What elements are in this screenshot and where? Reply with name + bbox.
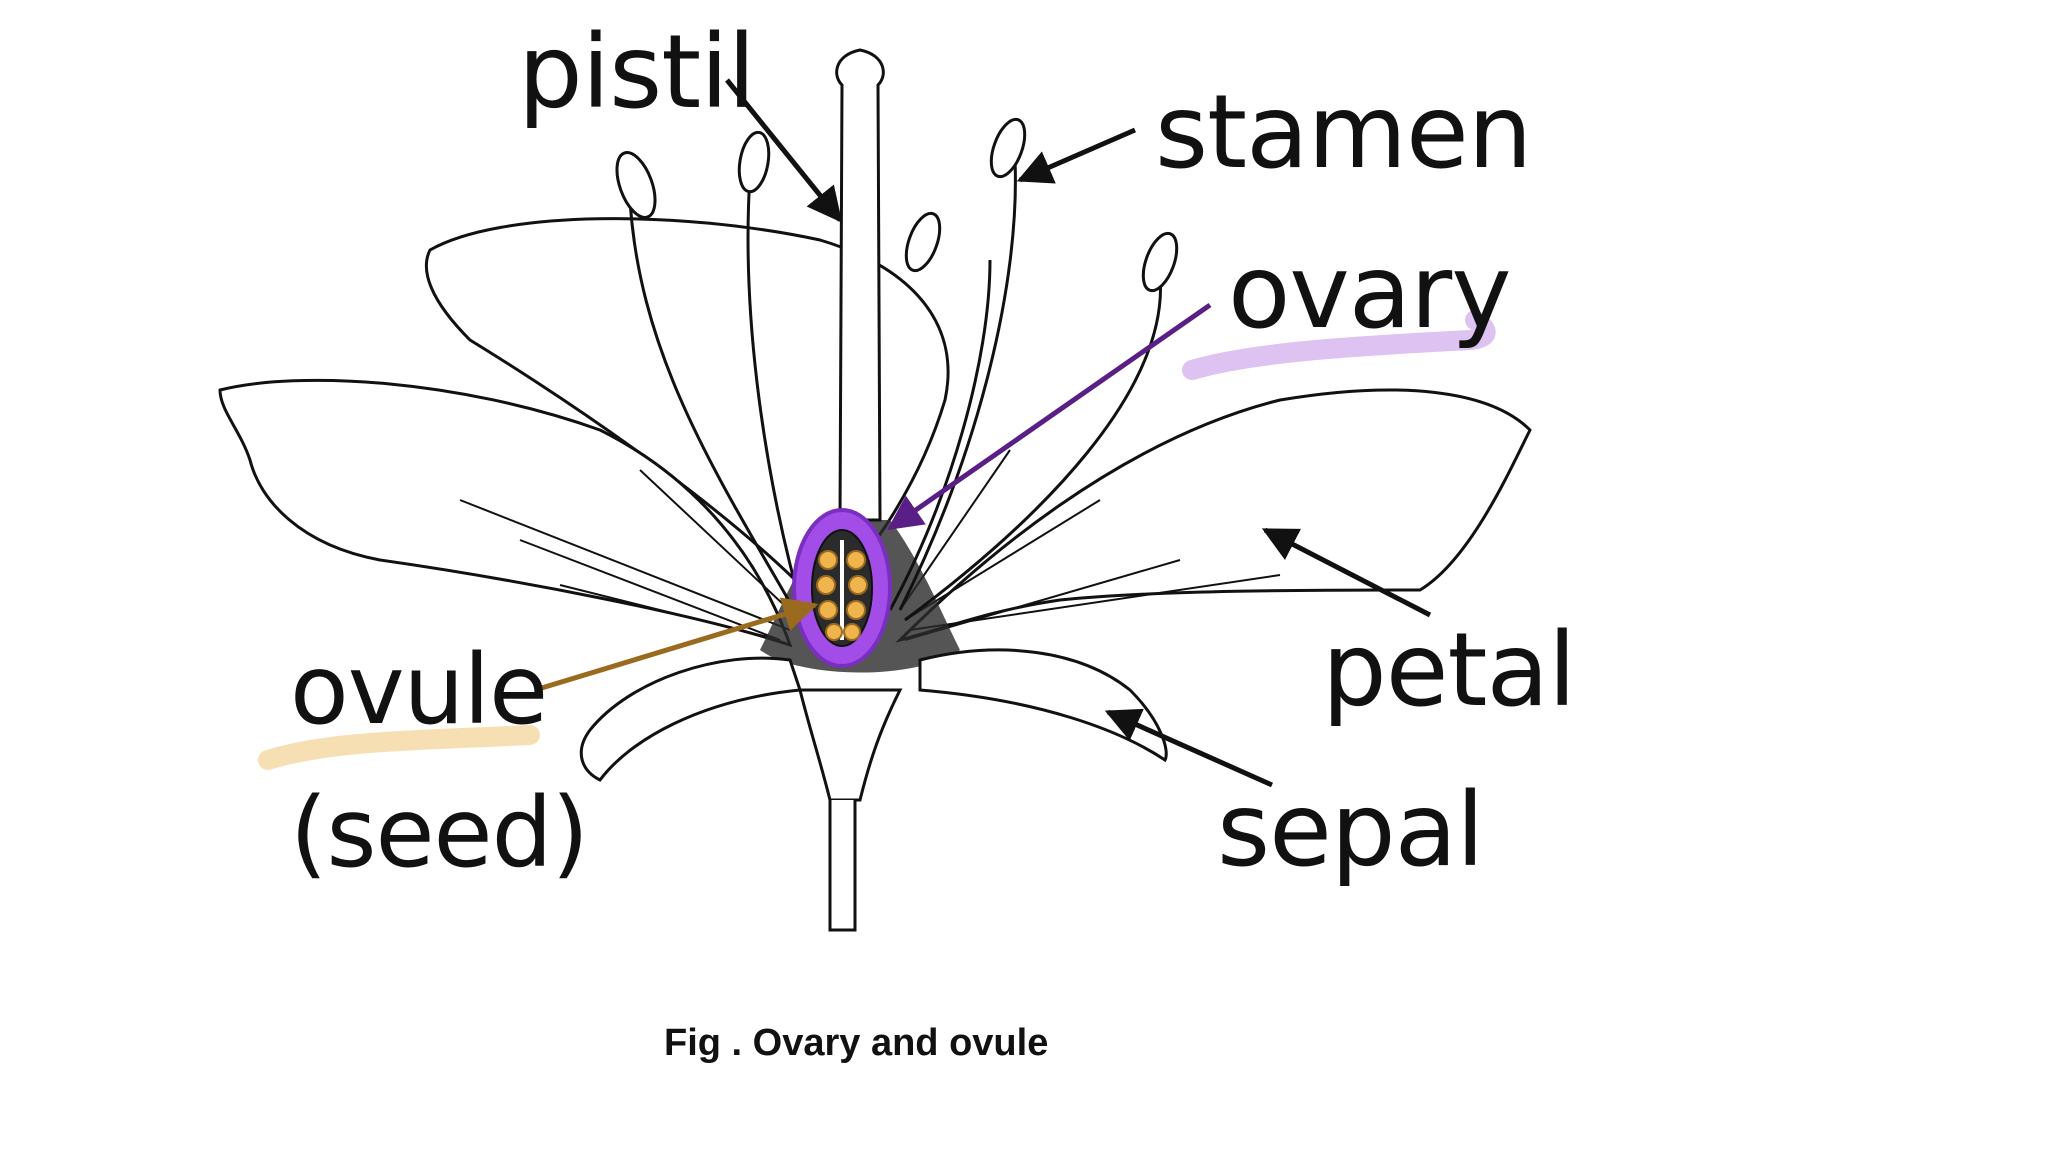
ovule-highlight	[258, 725, 540, 770]
petal-right	[895, 388, 1532, 643]
label-seed: (seed)	[290, 777, 589, 889]
label-ovule: ovule	[290, 634, 548, 746]
pistil-style	[835, 48, 885, 522]
stamen-arrow	[1016, 127, 1136, 184]
stem	[828, 800, 857, 932]
label-ovary: ovary	[1228, 233, 1512, 352]
pistil-arrow	[725, 78, 843, 223]
label-stamen: stamen	[1155, 73, 1532, 192]
sepal-left	[579, 656, 803, 782]
receptacle	[798, 688, 903, 802]
label-pistil: pistil	[518, 13, 756, 132]
stamens	[615, 117, 1179, 622]
label-petal: petal	[1322, 611, 1576, 730]
petal-arrow	[1261, 527, 1432, 618]
ovary-arrow	[887, 302, 1212, 531]
ovules	[816, 550, 868, 641]
ovule-arrow	[534, 597, 819, 693]
label-sepal: sepal	[1217, 771, 1484, 890]
figure-caption: Fig . Ovary and ovule	[664, 1022, 1049, 1064]
sepal-right	[918, 648, 1168, 763]
ovary-highlight	[1182, 310, 1496, 380]
sepal-arrow	[1104, 708, 1274, 788]
